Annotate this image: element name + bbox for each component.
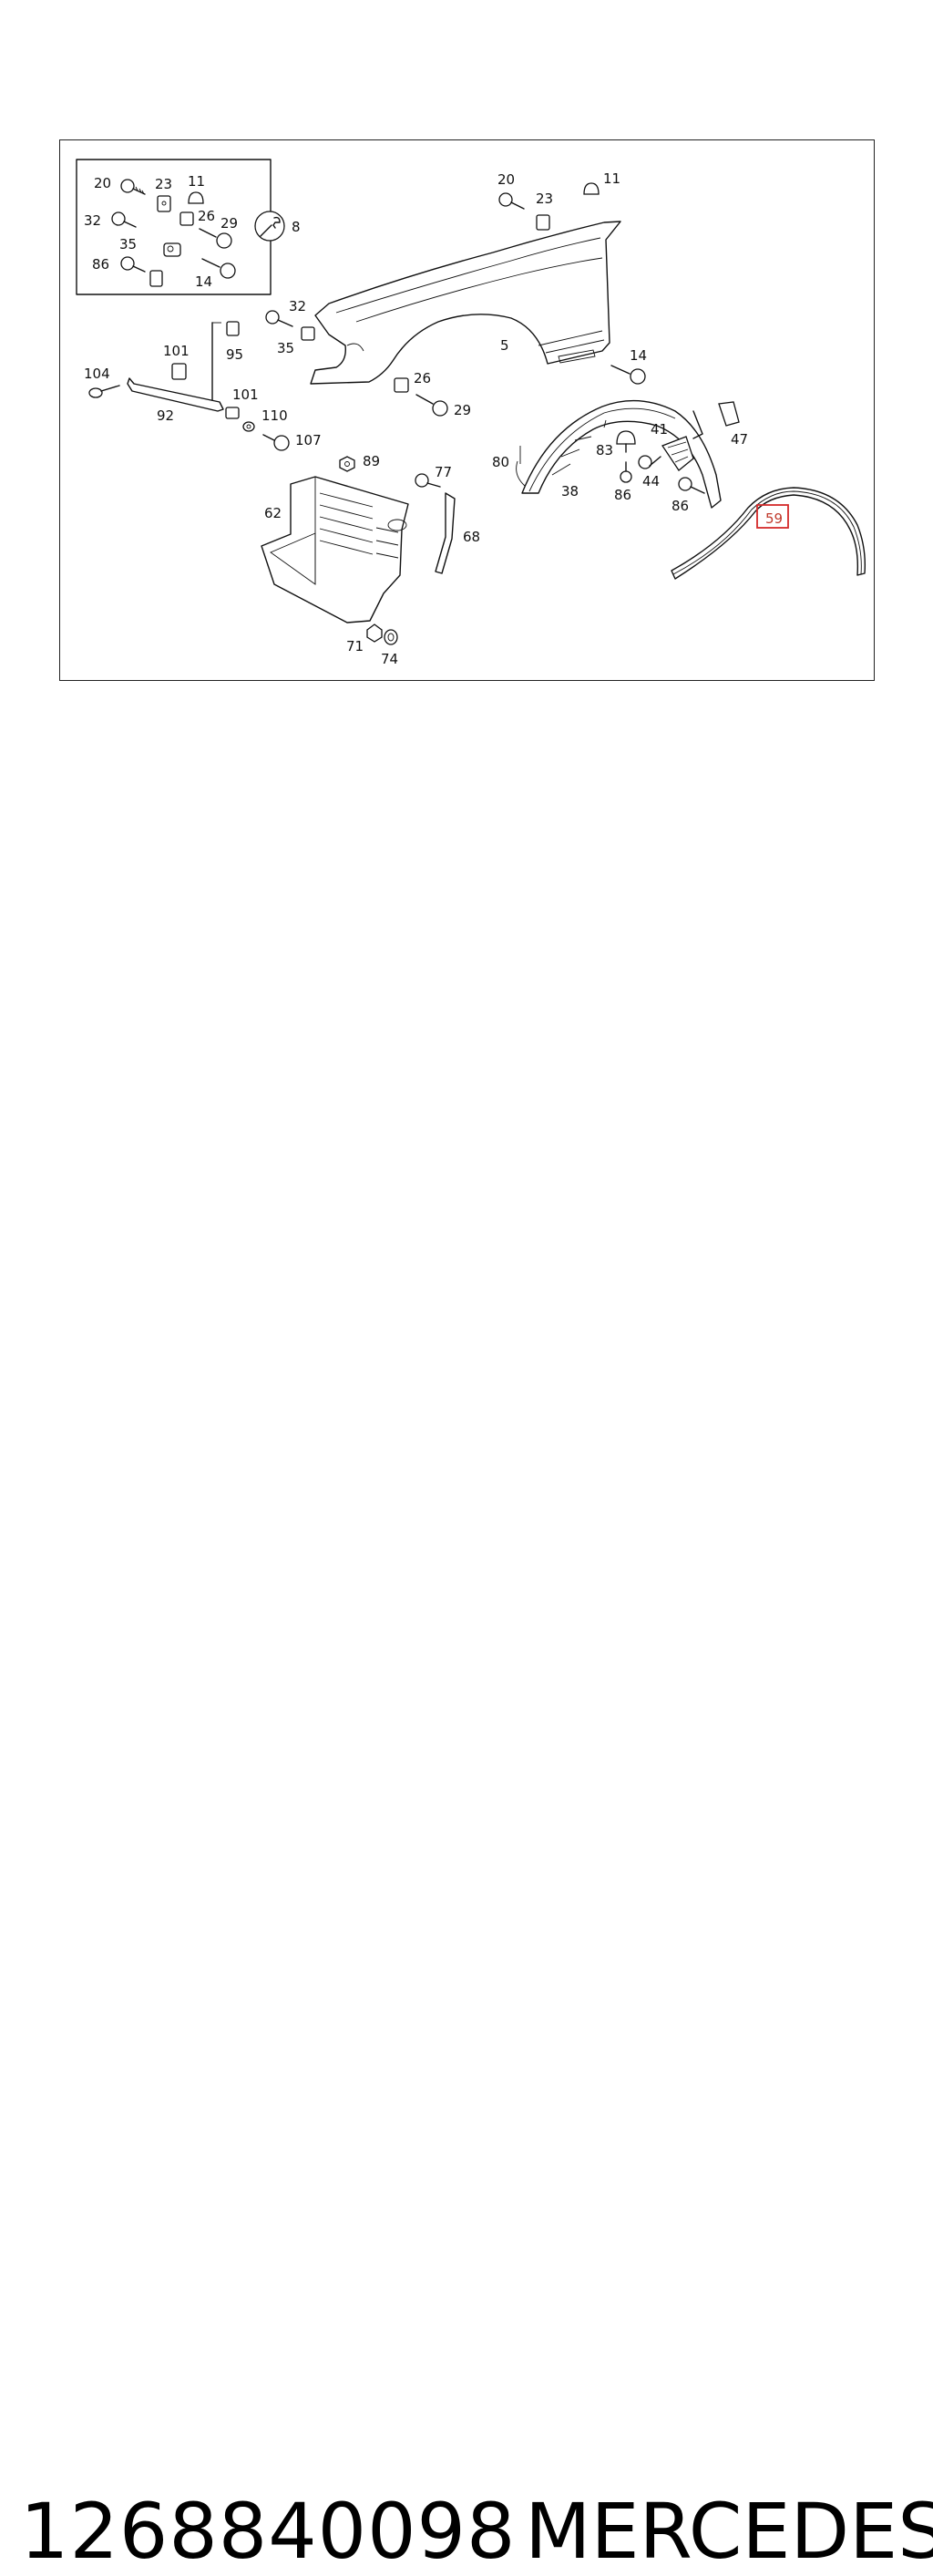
label-23: 23 (536, 191, 553, 207)
label-83: 83 (596, 442, 613, 459)
screw-icon (638, 455, 661, 469)
label-68: 68 (463, 529, 480, 545)
label-95: 95 (226, 346, 243, 363)
nut-icon (339, 456, 355, 472)
clip-icon (718, 401, 740, 427)
label-11: 11 (188, 173, 205, 190)
exploded-parts-diagram: 20 23 11 32 26 29 35 86 14 8 20 23 11 32… (76, 159, 866, 667)
label-86: 86 (92, 256, 109, 273)
label-14: 14 (195, 273, 212, 290)
brand-name: MERCEDES (525, 2487, 933, 2576)
screw-icon (262, 434, 290, 451)
screw-icon (498, 192, 525, 210)
screw-icon (678, 477, 705, 494)
label-74: 74 (381, 651, 398, 667)
label-14: 14 (630, 347, 647, 364)
label-110: 110 (261, 407, 288, 424)
label-29: 29 (220, 215, 238, 232)
label-47: 47 (731, 431, 748, 448)
label-32: 32 (84, 212, 101, 229)
label-77: 77 (435, 464, 452, 480)
wheel-arch-trim-part (671, 487, 866, 580)
air-duct-part (261, 476, 409, 623)
clip-icon (179, 211, 194, 226)
label-101: 101 (163, 343, 190, 359)
label-29: 29 (454, 402, 471, 418)
clip-nut-icon (149, 270, 163, 287)
clip-nut-icon (157, 195, 171, 212)
clip-icon (163, 242, 181, 257)
label-38: 38 (561, 483, 579, 500)
label-11: 11 (603, 170, 620, 187)
brace-bar-part (127, 322, 224, 412)
label-59: 59 (765, 510, 783, 527)
label-20: 20 (497, 171, 515, 188)
label-44: 44 (642, 473, 660, 489)
wheel-liner-part (516, 399, 722, 509)
washer-icon (384, 629, 398, 645)
bracket-plate-icon (661, 436, 694, 471)
washer-icon (242, 421, 255, 432)
clip-icon (301, 326, 315, 341)
screw-icon (415, 394, 448, 417)
cap-nut-icon (583, 182, 600, 195)
parts-diagram-frame: 20 23 11 32 26 29 35 86 14 8 20 23 11 32… (59, 139, 875, 681)
label-92: 92 (157, 407, 174, 424)
label-26: 26 (414, 370, 431, 386)
label-35: 35 (277, 340, 294, 356)
label-20: 20 (94, 175, 111, 191)
label-23: 23 (155, 176, 172, 192)
label-104: 104 (84, 366, 110, 382)
label-71: 71 (346, 638, 364, 654)
clip-icon (394, 377, 409, 393)
label-35: 35 (119, 236, 137, 252)
clip-nut-icon (226, 321, 240, 336)
nut-icon (366, 623, 383, 643)
screw-icon (111, 211, 137, 228)
clip-nut-icon (536, 214, 550, 231)
clip-icon (225, 407, 240, 419)
caption-bar: 1268840098 MERCEDES (0, 1240, 933, 2576)
push-rivet-icon (616, 430, 636, 453)
bracket-part (435, 492, 456, 574)
label-5: 5 (500, 337, 509, 354)
label-86: 86 (672, 498, 689, 514)
label-62: 62 (264, 505, 282, 521)
screw-icon (620, 461, 632, 483)
label-26: 26 (198, 208, 215, 224)
label-101: 101 (232, 386, 259, 403)
label-8: 8 (292, 219, 301, 235)
screw-icon (201, 258, 236, 279)
screw-icon (199, 228, 232, 249)
screw-icon (120, 179, 146, 195)
label-41: 41 (651, 421, 668, 438)
screw-icon (120, 256, 146, 273)
screw-icon (610, 365, 646, 385)
part-number: 1268840098 (20, 2487, 517, 2576)
label-107: 107 (295, 432, 322, 448)
wrench-icon (254, 211, 285, 242)
label-80: 80 (492, 454, 509, 470)
highlight-box-59 (756, 504, 789, 529)
screw-icon (265, 310, 293, 327)
clip-icon (171, 363, 187, 380)
label-32: 32 (289, 298, 306, 314)
cap-nut-icon (188, 191, 204, 204)
label-89: 89 (363, 453, 380, 469)
label-86: 86 (614, 487, 631, 503)
fender-part (310, 221, 621, 385)
screw-icon (415, 473, 441, 488)
screw-icon (88, 385, 120, 398)
